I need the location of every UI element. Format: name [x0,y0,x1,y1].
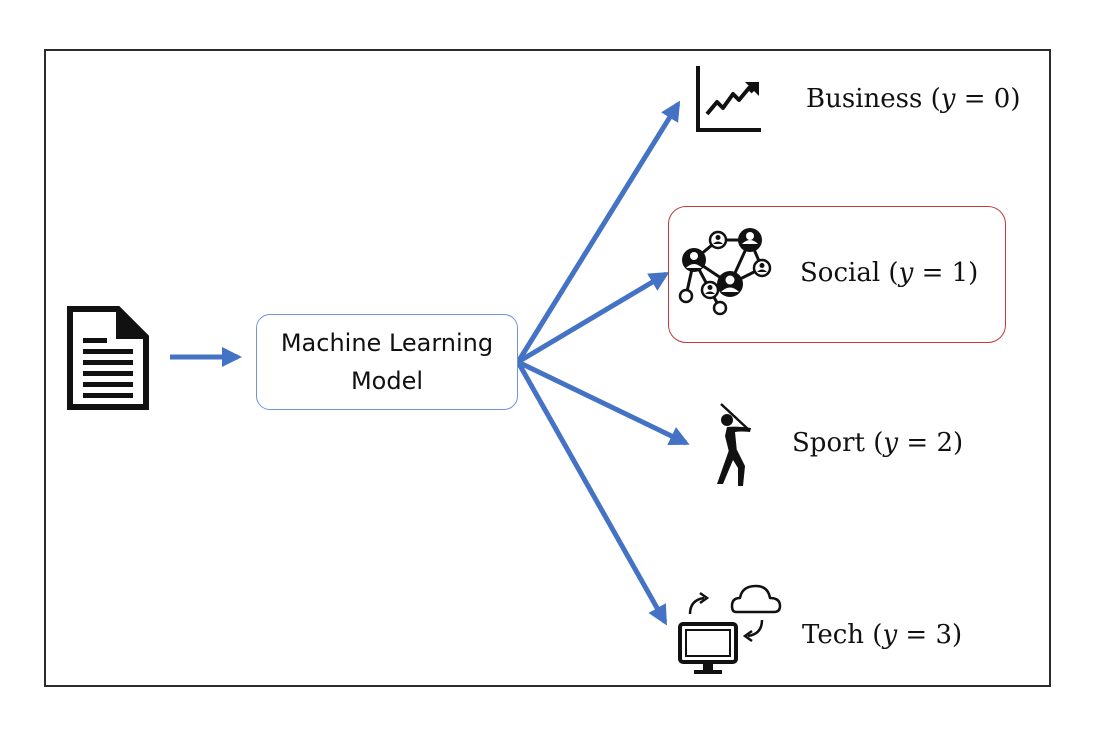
social-highlight-box [668,206,1006,343]
class-name: Business [806,84,923,114]
class-label-social: Social (y = 1) [800,258,979,288]
class-name: Social [800,258,881,288]
computer-cloud-icon [678,584,782,674]
class-value: 0 [993,84,1011,114]
class-var: y [940,84,956,114]
class-name: Tech [802,620,865,650]
class-var: y [883,428,899,458]
class-eq: = [921,258,944,288]
class-eq: = [906,428,929,458]
ml-model-box: Machine Learning Model [256,314,518,410]
ml-model-line2: Model [350,367,424,395]
ml-model-line1: Machine Learning [280,329,494,357]
class-label-tech: Tech (y = 3) [802,620,963,650]
class-var: y [882,620,898,650]
class-value: 3 [935,620,953,650]
class-eq: = [905,620,928,650]
stock-chart-icon [696,66,761,132]
social-network-icon [678,228,772,316]
class-value: 1 [951,258,969,288]
class-eq: = [963,84,986,114]
class-value: 2 [936,428,953,458]
golfer-icon [717,403,751,486]
class-label-business: Business (y = 0) [806,84,1021,114]
class-var: y [898,258,914,288]
class-name: Sport [792,428,865,458]
class-label-sport: Sport (y = 2) [792,428,964,458]
document-icon [67,306,149,410]
diagram-frame [44,49,1051,687]
ml-model-label: Machine Learning Model [281,324,493,400]
